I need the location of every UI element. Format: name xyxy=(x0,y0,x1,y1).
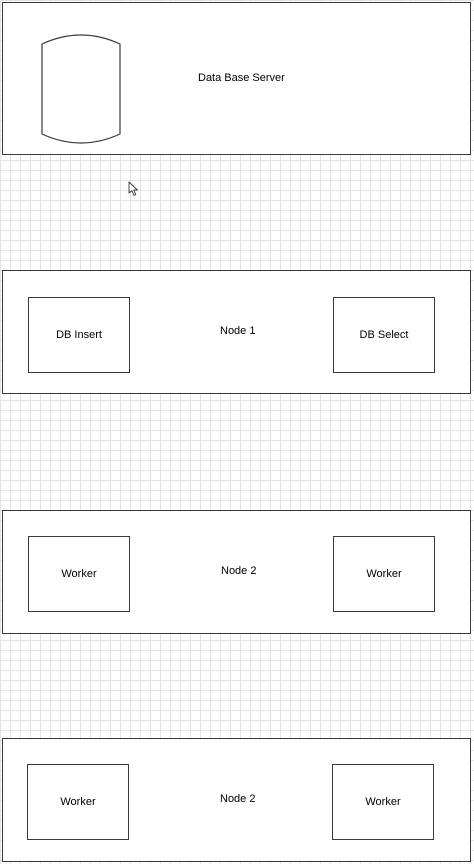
db-insert-label: DB Insert xyxy=(56,329,102,341)
worker-box-left[interactable]: Worker xyxy=(28,536,130,612)
worker-label: Worker xyxy=(61,568,97,580)
node-1-label: Node 1 xyxy=(220,325,256,337)
worker-label: Worker xyxy=(60,796,96,808)
db-select-label: DB Select xyxy=(359,329,409,341)
db-server-panel[interactable]: Data Base Server xyxy=(2,2,471,155)
worker-box-right[interactable]: Worker xyxy=(333,536,435,612)
db-insert-box[interactable]: DB Insert xyxy=(28,297,130,373)
database-cylinder-icon xyxy=(41,34,121,144)
worker-box-left[interactable]: Worker xyxy=(27,764,129,840)
node-2-label: Node 2 xyxy=(221,565,257,577)
node-2-panel[interactable]: Worker Node 2 Worker xyxy=(2,510,471,634)
worker-label: Worker xyxy=(366,568,402,580)
node-2-panel-second[interactable]: Worker Node 2 Worker xyxy=(2,738,471,862)
mouse-pointer-icon xyxy=(128,181,138,196)
worker-box-right[interactable]: Worker xyxy=(332,764,434,840)
db-select-box[interactable]: DB Select xyxy=(333,297,435,373)
node-1-panel[interactable]: DB Insert Node 1 DB Select xyxy=(2,270,471,394)
worker-label: Worker xyxy=(365,796,401,808)
db-server-label: Data Base Server xyxy=(198,72,285,84)
node-2-label: Node 2 xyxy=(220,793,256,805)
